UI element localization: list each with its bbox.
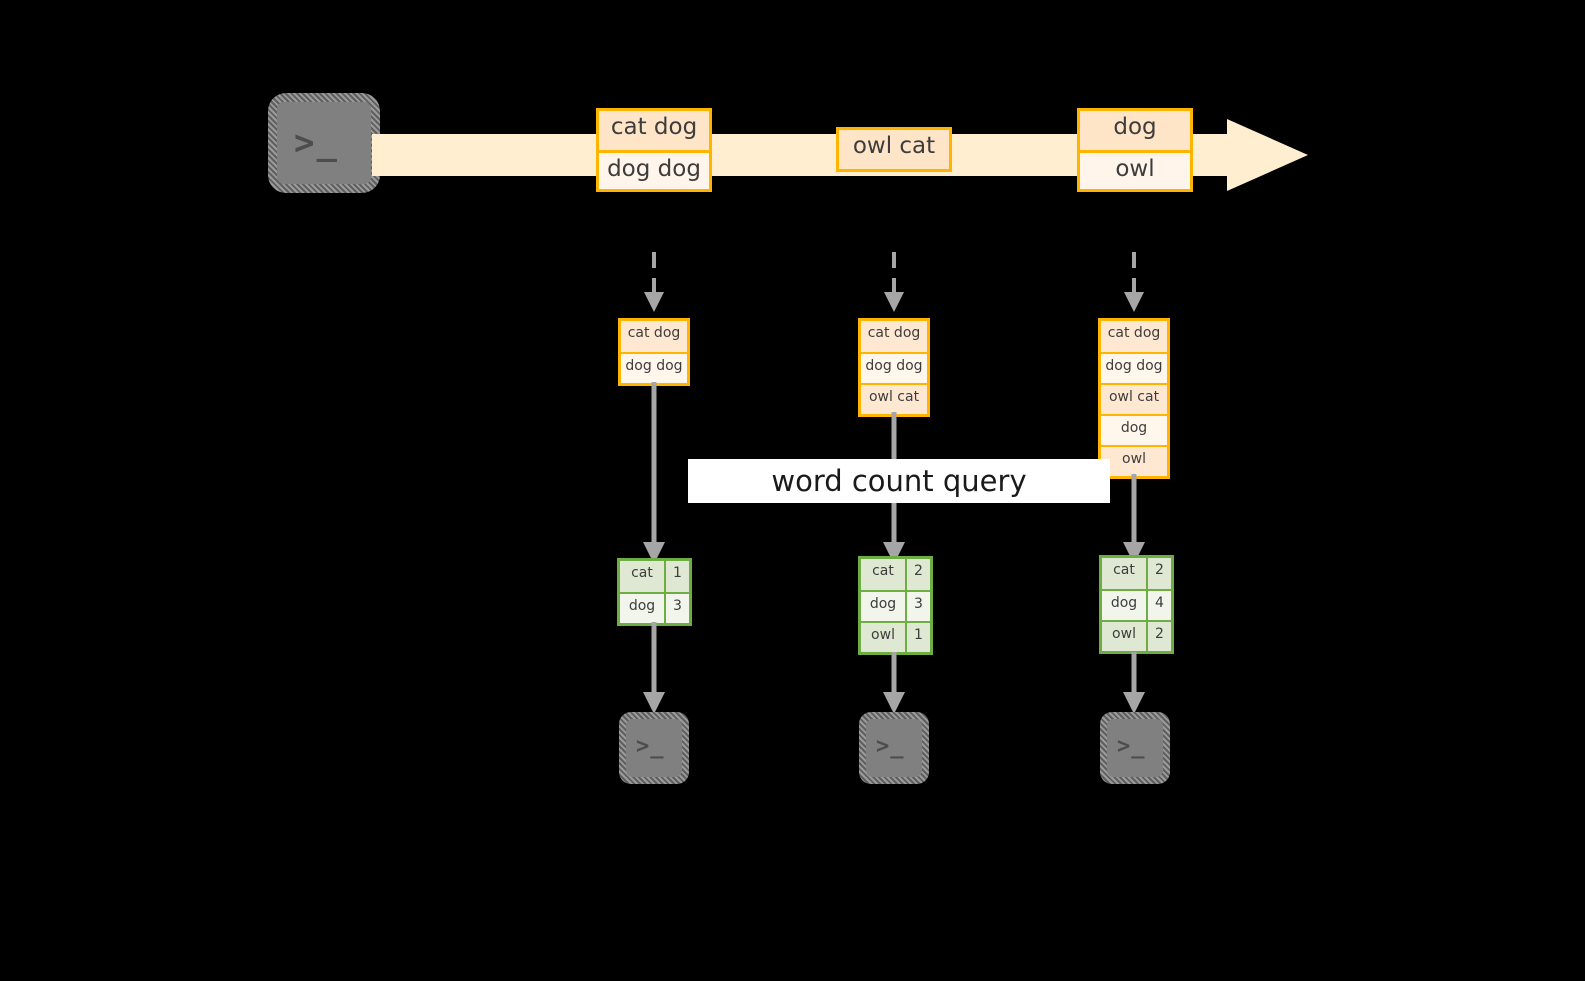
connector-stream-to-state-1 — [644, 252, 664, 312]
connector-result-to-sink-1 — [643, 622, 665, 714]
result-count: 2 — [905, 559, 930, 590]
result-word: cat — [861, 559, 905, 590]
result-word: owl — [861, 623, 905, 652]
terminal-screen: >_ — [1107, 719, 1163, 777]
state-table-1-row-1: cat dog — [621, 321, 687, 352]
result-table-2: cat 2 dog 3 owl 1 — [858, 556, 933, 655]
table-row: dog 3 — [620, 592, 689, 623]
state-table-1: cat dog dog dog — [618, 318, 690, 386]
terminal-prompt-glyph: >_ — [876, 734, 905, 759]
connector-result-to-sink-2 — [883, 652, 905, 714]
state-table-3-row-5: owl — [1101, 445, 1167, 476]
table-row: cat 2 — [1102, 558, 1171, 589]
table-row: cat 2 — [861, 559, 930, 590]
connector-stream-to-state-2 — [884, 252, 904, 312]
result-word: owl — [1102, 622, 1146, 651]
stream-batch-2: owl cat — [836, 127, 952, 172]
table-row: owl 2 — [1102, 620, 1171, 651]
result-word: dog — [861, 592, 905, 621]
terminal-prompt-glyph: >_ — [1117, 734, 1146, 759]
result-count: 2 — [1146, 622, 1171, 651]
result-count: 1 — [905, 623, 930, 652]
result-count: 3 — [664, 594, 689, 623]
connector-result-to-sink-3 — [1123, 652, 1145, 714]
table-row: dog 3 — [861, 590, 930, 621]
state-table-2-row-1: cat dog — [861, 321, 927, 352]
terminal-prompt-glyph: >_ — [636, 734, 665, 759]
stream-batch-3: dog owl — [1077, 108, 1193, 192]
state-table-3: cat dog dog dog owl cat dog owl — [1098, 318, 1170, 479]
stream-batch-3-line-1: dog — [1080, 111, 1190, 150]
terminal-screen: >_ — [866, 719, 922, 777]
terminal-screen: >_ — [277, 102, 371, 184]
result-word: dog — [620, 594, 664, 623]
state-table-2-row-2: dog dog — [861, 352, 927, 383]
stream-batch-1-line-1: cat dog — [599, 111, 709, 150]
state-table-3-row-1: cat dog — [1101, 321, 1167, 352]
state-table-1-row-2: dog dog — [621, 352, 687, 383]
result-word: cat — [1102, 558, 1146, 589]
state-table-2-row-3: owl cat — [861, 383, 927, 414]
table-row: owl 1 — [861, 621, 930, 652]
stream-batch-2-line-1: owl cat — [839, 130, 949, 169]
stream-batch-1: cat dog dog dog — [596, 108, 712, 192]
table-row: cat 1 — [620, 561, 689, 592]
result-table-1: cat 1 dog 3 — [617, 558, 692, 626]
result-word: dog — [1102, 591, 1146, 620]
result-table-3: cat 2 dog 4 owl 2 — [1099, 555, 1174, 654]
result-count: 2 — [1146, 558, 1171, 589]
state-table-3-row-2: dog dog — [1101, 352, 1167, 383]
sink-terminal-icon-1: >_ — [619, 712, 689, 784]
connector-state-to-result-1 — [643, 382, 665, 564]
terminal-screen: >_ — [626, 719, 682, 777]
sink-terminal-icon-2: >_ — [859, 712, 929, 784]
stream-batch-1-line-2: dog dog — [599, 150, 709, 189]
result-word: cat — [620, 561, 664, 592]
source-terminal-icon: >_ — [268, 93, 380, 193]
query-banner: word count query — [688, 459, 1110, 503]
result-count: 3 — [905, 592, 930, 621]
state-table-3-row-3: owl cat — [1101, 383, 1167, 414]
sink-terminal-icon-3: >_ — [1100, 712, 1170, 784]
result-count: 1 — [664, 561, 689, 592]
state-table-2: cat dog dog dog owl cat — [858, 318, 930, 417]
terminal-prompt-glyph: >_ — [294, 123, 339, 163]
connector-stream-to-state-3 — [1124, 252, 1144, 312]
stream-batch-3-line-2: owl — [1080, 150, 1190, 189]
table-row: dog 4 — [1102, 589, 1171, 620]
connector-state-to-result-3 — [1123, 474, 1145, 564]
state-table-3-row-4: dog — [1101, 414, 1167, 445]
result-count: 4 — [1146, 591, 1171, 620]
